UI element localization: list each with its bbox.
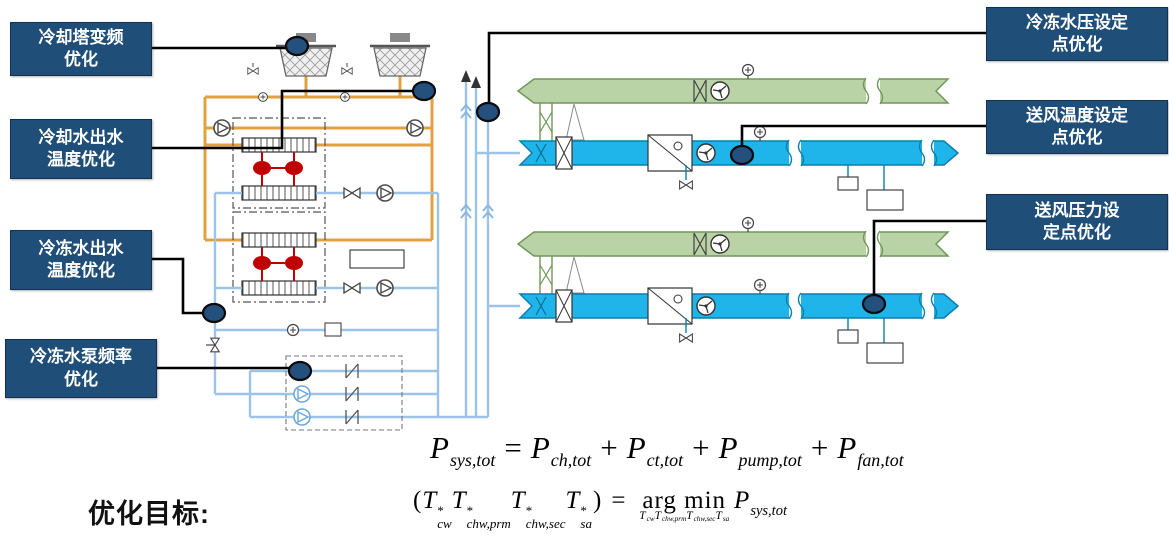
formula-term: Pct,tot: [626, 430, 684, 471]
callout-label: 冷却水出水 温度优化: [38, 127, 124, 169]
callout-label: 冷冻水压设定 点优化: [1026, 12, 1128, 54]
chiller-unit-1: [232, 117, 326, 209]
compressor-icon: [285, 161, 303, 175]
condenser-water-piping: [203, 76, 434, 242]
bypass-heat-exchanger: [349, 249, 405, 269]
pipe-sensor-icon: [286, 323, 300, 337]
tap-chw-pressure: [475, 101, 501, 123]
chw-valve-icon: [343, 282, 361, 294]
riser-arrowhead: [461, 70, 471, 82]
ahu-group-1: [518, 65, 958, 211]
formula-term: Pfan,tot: [837, 430, 904, 471]
equals-sign: =: [611, 487, 626, 514]
callout-chilled-water-outlet-temp: 冷冻水出水 温度优化: [10, 230, 152, 290]
measure-point-markers: [201, 35, 887, 382]
callout-cooling-water-outlet-temp: 冷却水出水 温度优化: [10, 119, 152, 179]
equals-sign: =: [504, 430, 522, 465]
formula-term: T*sa: [565, 487, 592, 532]
chw-valve-icon: [343, 187, 361, 199]
tap-chw-pump: [287, 360, 313, 382]
formula-term: Psys,tot: [430, 430, 496, 471]
formula-term: T*chw,sec: [510, 487, 566, 532]
callout-label: 冷冻水出水 温度优化: [38, 238, 124, 280]
close-paren: ): [592, 487, 602, 514]
connector-chw-pressure: [487, 31, 986, 104]
primary-pump-icon: [376, 184, 394, 202]
primary-pump-icon: [376, 279, 394, 297]
secondary-pump-icon: [293, 408, 311, 426]
callout-chw-pump-frequency: 冷冻水泵频率 优化: [5, 339, 157, 398]
callout-label: 送风压力设 定点优化: [1034, 200, 1120, 242]
tower-valve-icon: [247, 67, 259, 75]
formula-term: T*chw,prm: [451, 487, 511, 532]
plus-sign: +: [692, 430, 710, 465]
formula-term: Pch,tot: [530, 430, 592, 471]
compressor-icon: [253, 256, 271, 270]
plus-sign: +: [600, 430, 618, 465]
pipe-sensor-icon: [340, 92, 350, 102]
cooling-tower-icon: [370, 33, 430, 77]
formula-term: Psys,tot: [734, 487, 787, 519]
tap-supply-air-pressure: [861, 293, 887, 315]
callout-label: 冷却塔变频 优化: [38, 27, 124, 69]
open-paren: (: [413, 487, 422, 514]
connector-supply-air-pressure: [872, 219, 986, 296]
callout-chw-pressure-setpoint: 冷冻水压设定 点优化: [986, 7, 1168, 61]
callout-label: 送风温度设定 点优化: [1026, 105, 1128, 147]
callout-label: 冷冻水泵频率 优化: [30, 347, 132, 389]
tower-valve-icon: [341, 67, 353, 75]
plus-sign: +: [810, 430, 829, 465]
condenser-pump-icon: [406, 119, 424, 137]
secondary-pump-group: [285, 355, 403, 431]
connector-lines: [150, 31, 986, 370]
compressor-icon: [253, 161, 271, 175]
formula-term: Ppump,tot: [718, 430, 802, 471]
tap-supply-air-temp: [729, 144, 755, 166]
tap-chilled-water-temp: [201, 302, 227, 324]
compressor-icon: [285, 256, 303, 270]
argmin-constraint: TcwTchw,prmTchw,secTsa: [639, 510, 730, 524]
callout-supply-air-pressure-setpoint: 送风压力设 定点优化: [986, 194, 1168, 250]
connector-chilled-water-temp: [150, 257, 206, 315]
formula-term: T*cw: [422, 487, 452, 532]
tap-cooling-water-temp: [411, 80, 437, 102]
chiller-unit-2: [232, 211, 326, 303]
pipe-sensor-icon: [258, 92, 268, 102]
ahu-group-2: [518, 218, 958, 364]
secondary-pump-icon: [293, 385, 311, 403]
chiller-plant: [203, 33, 520, 431]
power-balance-formula: Psys,tot=Pch,tot+Pct,tot+Ppump,tot+Pfan,…: [430, 430, 904, 471]
callout-cooling-tower-vfd: 冷却塔变频 优化: [10, 22, 152, 76]
tap-cooling-tower: [284, 35, 310, 57]
riser-arrowhead: [471, 76, 481, 88]
connector-supply-air-temp: [740, 124, 986, 147]
connector-cooling-water-temp: [150, 89, 416, 150]
callout-supply-air-temp-setpoint: 送风温度设定 点优化: [986, 100, 1168, 154]
objective-label: 优化目标:: [88, 499, 210, 529]
condenser-pump-icon: [213, 119, 231, 137]
